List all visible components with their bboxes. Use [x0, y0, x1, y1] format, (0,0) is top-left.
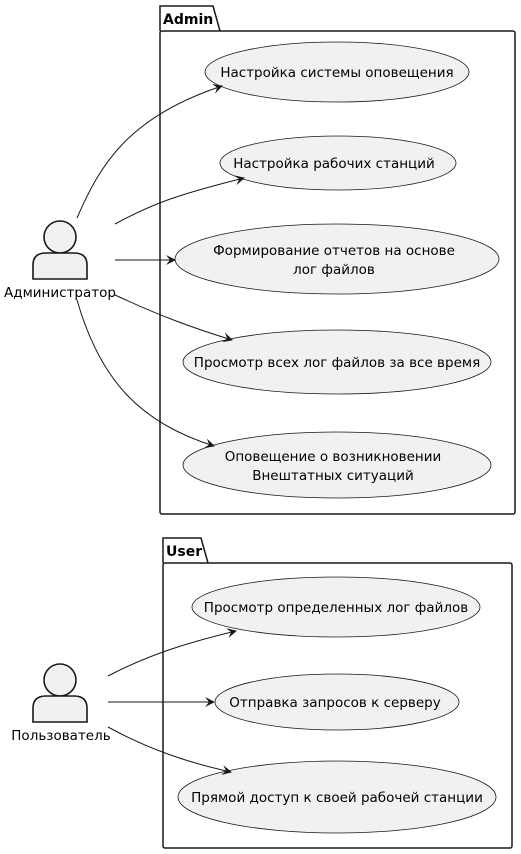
- use-case: Просмотр определенных лог файлов: [191, 576, 481, 638]
- use-case-label: Внештатных ситуаций: [252, 468, 414, 484]
- use-case-ellipse: [182, 431, 492, 499]
- actor-icon: [32, 220, 88, 280]
- use-case-ellipse: [191, 576, 481, 638]
- use-case-label: Прямой доступ к своей рабочей станции: [191, 790, 483, 806]
- association-arrow: [76, 299, 215, 449]
- use-case-label: Настройка рабочих станций: [233, 156, 435, 172]
- use-case-ellipse: [182, 329, 492, 395]
- actor-label: Пользователь: [11, 728, 110, 744]
- use-case-ellipse: [214, 673, 460, 731]
- package-user-frame: [162, 562, 513, 849]
- use-case: Отправка запросов к серверу: [214, 673, 460, 731]
- actor-icon: [32, 663, 88, 723]
- association-arrow: [114, 175, 245, 225]
- association-arrow: [76, 84, 223, 219]
- package-user-tab: [162, 537, 209, 564]
- use-case: Прямой доступ к своей рабочей станции: [177, 760, 497, 834]
- use-case-ellipse: [177, 760, 497, 834]
- use-case: Настройка рабочих станций: [219, 135, 457, 191]
- use-case-label: Оповещение о возникновении: [225, 449, 442, 465]
- package-admin: Admin: [159, 5, 516, 515]
- use-case-ellipse: [219, 135, 457, 191]
- association-arrow: [107, 726, 232, 775]
- use-case-label: Просмотр всех лог файлов за все время: [194, 355, 480, 371]
- use-case-label: Настройка системы оповещения: [220, 65, 453, 81]
- use-case-label: лог файлов: [293, 262, 375, 278]
- association-arrow: [114, 294, 233, 343]
- user-associations: [107, 628, 237, 775]
- use-case: Настройка системы оповещения: [204, 41, 470, 103]
- use-case-label: Формирование отчетов на основе: [213, 243, 455, 259]
- actor-label: Администратор: [4, 285, 116, 301]
- use-case-label: Отправка запросов к серверу: [229, 695, 440, 711]
- package-admin-title: Admin: [163, 12, 213, 28]
- package-user: User: [162, 537, 513, 849]
- use-case-label: Просмотр определенных лог файлов: [204, 600, 468, 616]
- actor-user: Пользователь: [11, 663, 111, 744]
- actor-administrator: Администратор: [4, 220, 116, 301]
- use-case: Просмотр всех лог файлов за все время: [182, 329, 492, 395]
- association-arrow: [107, 628, 237, 677]
- use-case: Формирование отчетов на основе лог файло…: [174, 223, 500, 295]
- use-case-ellipse: [204, 41, 470, 103]
- use-case: Оповещение о возникновении Внештатных си…: [182, 431, 492, 499]
- package-user-title: User: [166, 544, 202, 560]
- package-admin-tab: [159, 5, 221, 32]
- admin-associations: [76, 84, 245, 449]
- use-case-ellipse: [174, 223, 500, 295]
- package-admin-frame: [159, 30, 516, 515]
